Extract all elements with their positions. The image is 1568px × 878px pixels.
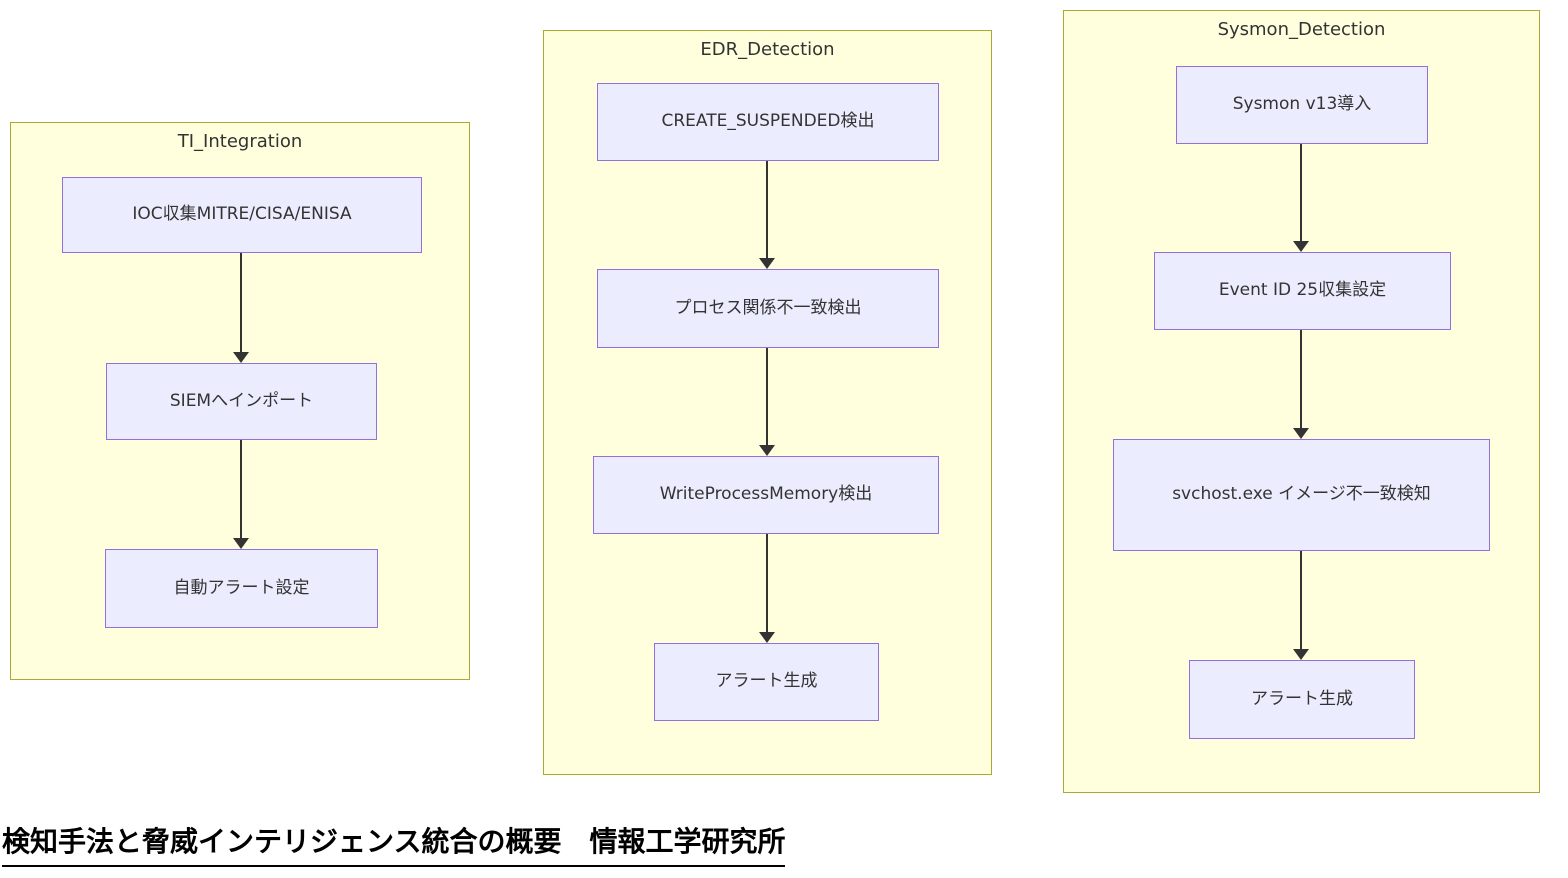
arrow-svchost-to-alert [1293, 551, 1309, 660]
arrowhead-down-icon [759, 258, 775, 269]
arrowhead-down-icon [1293, 241, 1309, 252]
arrowhead-down-icon [1293, 428, 1309, 439]
arrow-sysmon-to-eventid25 [1293, 144, 1309, 252]
node-sysmon-v13-deploy: Sysmon v13導入 [1176, 66, 1428, 144]
arrow-ioc-to-siem [233, 253, 249, 363]
arrowhead-down-icon [759, 632, 775, 643]
cluster-ti-integration-title: TI_Integration [177, 131, 303, 152]
arrow-writeprocessmemory-to-alert [759, 534, 775, 643]
arrow-shaft [240, 253, 242, 353]
node-event-id-25-collection: Event ID 25収集設定 [1154, 252, 1451, 330]
node-ioc-collection: IOC収集MITRE/CISA/ENISA [62, 177, 422, 253]
arrow-eventid25-to-svchost [1293, 330, 1309, 439]
arrowhead-down-icon [233, 352, 249, 363]
arrow-shaft [766, 161, 768, 259]
arrow-siem-to-autoalert [233, 440, 249, 549]
arrow-processrelation-to-writeprocessmemory [759, 348, 775, 456]
diagram-caption: 検知手法と脅威インテリジェンス統合の概要 情報工学研究所 [2, 820, 786, 867]
arrowhead-down-icon [759, 445, 775, 456]
node-auto-alert-config: 自動アラート設定 [105, 549, 378, 628]
arrow-createsuspended-to-processrelation [759, 161, 775, 269]
arrow-shaft [1300, 551, 1302, 650]
node-sysmon-alert-generate: アラート生成 [1189, 660, 1415, 739]
arrow-shaft [1300, 330, 1302, 429]
node-svchost-image-mismatch-detect: svchost.exe イメージ不一致検知 [1113, 439, 1490, 551]
node-process-relation-mismatch-detect: プロセス関係不一致検出 [597, 269, 939, 348]
cluster-edr-detection-title: EDR_Detection [700, 39, 835, 60]
node-edr-alert-generate: アラート生成 [654, 643, 879, 721]
arrow-shaft [766, 348, 768, 446]
node-siem-import: SIEMへインポート [106, 363, 377, 440]
cluster-sysmon-detection-title: Sysmon_Detection [1217, 19, 1386, 40]
node-create-suspended-detect: CREATE_SUSPENDED検出 [597, 83, 939, 161]
arrowhead-down-icon [233, 538, 249, 549]
arrow-shaft [240, 440, 242, 539]
arrowhead-down-icon [1293, 649, 1309, 660]
arrow-shaft [1300, 144, 1302, 242]
node-writeprocessmemory-detect: WriteProcessMemory検出 [593, 456, 939, 534]
arrow-shaft [766, 534, 768, 633]
